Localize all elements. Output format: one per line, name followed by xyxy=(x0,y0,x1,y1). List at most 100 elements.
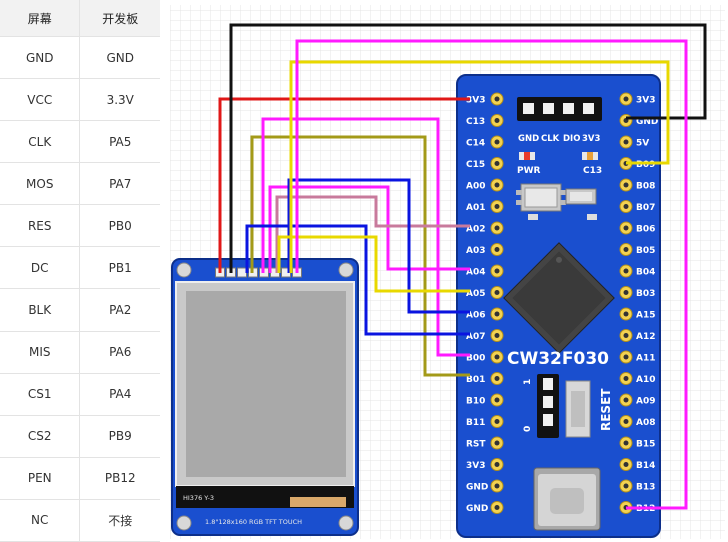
board-pin-label-left: A00 xyxy=(466,182,486,192)
board-pin-label-left: C13 xyxy=(466,117,485,127)
cell-screen-pin: RES xyxy=(0,204,81,248)
usb-c-port[interactable] xyxy=(533,467,601,531)
board-pin-label-left: 3V3 xyxy=(466,461,486,471)
cell-board-pin: PB9 xyxy=(79,415,160,458)
cell-screen-pin: NC xyxy=(0,499,81,542)
smd-capacitor xyxy=(587,214,597,220)
board-pin-label-right: B15 xyxy=(636,440,655,450)
board-pin-label-left: B01 xyxy=(466,375,485,385)
board-pin-label-left: B10 xyxy=(466,397,485,407)
cell-board-pin: PA2 xyxy=(79,288,160,332)
board-pin-label-right: A11 xyxy=(636,354,656,364)
wire-gnd xyxy=(229,23,707,273)
cell-board-pin: PB1 xyxy=(79,246,160,290)
board-pin-label-left: 3V3 xyxy=(466,96,486,106)
wiring-diagram: 3V3C13C14C15A00A01A02A03A04A05A06A07B00B… xyxy=(170,5,725,539)
left-pin-row: 3V3C13C14C15A00A01A02A03A04A05A06A07B00B… xyxy=(466,92,504,514)
cell-screen-pin: DC xyxy=(0,246,81,290)
wire-res xyxy=(268,185,470,273)
board-pin-label-right: GND xyxy=(636,117,658,127)
cell-screen-pin: CS2 xyxy=(0,415,81,458)
swd-pin xyxy=(523,103,534,114)
cell-screen-pin: MIS xyxy=(0,331,81,374)
cell-board-pin: PA5 xyxy=(79,120,160,164)
board-pin-label-right: B08 xyxy=(636,182,655,192)
swd-pin xyxy=(583,103,594,114)
mcu-chip xyxy=(503,242,615,354)
board-pin-label-left: A04 xyxy=(466,268,486,278)
boot-jumper: 1 0 xyxy=(523,374,559,438)
board-pin-label-right: B04 xyxy=(636,268,655,278)
board-pin-label-left: A03 xyxy=(466,246,486,256)
wires xyxy=(218,23,707,510)
cell-screen-pin: BLK xyxy=(0,288,81,332)
wire-dc xyxy=(275,195,470,273)
board-pin-label-left: C15 xyxy=(466,160,485,170)
board-pin-label-left: RST xyxy=(466,440,486,450)
jumper-label-1: 1 xyxy=(523,379,533,385)
board-pin-label-right: B06 xyxy=(636,225,655,235)
cell-board-pin: PA4 xyxy=(79,373,160,416)
reset-label: RESET xyxy=(599,388,613,431)
led-c13: C13 xyxy=(582,152,602,176)
board-pin-label-left: GND xyxy=(466,483,488,493)
cell-board-pin: PA6 xyxy=(79,331,160,374)
dev-board: 3V3C13C14C15A00A01A02A03A04A05A06A07B00B… xyxy=(456,74,661,538)
screen-pin xyxy=(237,267,247,278)
crystal-oscillator xyxy=(516,183,566,212)
cell-screen-pin: PEN xyxy=(0,457,81,500)
swd-pin xyxy=(543,103,554,114)
lcd-chip-label: HI376 Y-3 xyxy=(183,494,214,502)
board-pin-label-left: A02 xyxy=(466,225,486,235)
wire-mis xyxy=(287,178,470,314)
swd-label-gnd: GND xyxy=(518,134,539,144)
board-pin-label-right: B07 xyxy=(636,203,655,213)
board-pin-label-right: B09 xyxy=(636,160,655,170)
board-pin-label-left: C14 xyxy=(466,139,485,149)
reset-button[interactable]: RESET xyxy=(565,380,613,438)
cell-board-pin: GND xyxy=(79,36,160,80)
wire-mos xyxy=(261,117,470,357)
wire-cs2 xyxy=(289,60,670,273)
jumper-label-0: 0 xyxy=(523,426,533,432)
swd-label-clk: CLK xyxy=(541,134,560,144)
board-pin-label-right: B14 xyxy=(636,461,655,471)
led-pwr: PWR xyxy=(517,152,541,176)
board-pin-label-right: 5V xyxy=(636,139,649,149)
header-board: 开发板 xyxy=(79,0,160,37)
flex-connector xyxy=(290,497,346,507)
board-pin-label-right: A08 xyxy=(636,418,656,428)
led-c13-label: C13 xyxy=(583,166,602,176)
swd-pin xyxy=(563,103,574,114)
board-pin-label-right: A12 xyxy=(636,332,656,342)
screen-model-label: 1.8"128x160 RGB TFT TOUCH xyxy=(205,518,302,526)
cell-board-pin: 不接 xyxy=(79,499,160,542)
lcd-display-area xyxy=(186,291,346,477)
cell-board-pin: PA7 xyxy=(79,162,160,206)
board-pin-label-left: B00 xyxy=(466,354,485,364)
led-pwr-label: PWR xyxy=(517,166,541,176)
header-screen: 屏幕 xyxy=(0,0,81,37)
board-pin-label-right: B05 xyxy=(636,246,655,256)
tft-screen-module: HI376 Y-3 1.8"128x160 RGB TFT TOUCH xyxy=(171,258,359,536)
cell-board-pin: 3.3V xyxy=(79,78,160,122)
smd-capacitor xyxy=(528,214,538,220)
wire-cs xyxy=(245,224,470,336)
swd-header-body xyxy=(517,97,602,121)
cell-board-pin: PB12 xyxy=(79,457,160,500)
cell-screen-pin: VCC xyxy=(0,78,81,122)
wire-vcc-gnd xyxy=(218,97,470,273)
wire-pen xyxy=(295,39,688,510)
